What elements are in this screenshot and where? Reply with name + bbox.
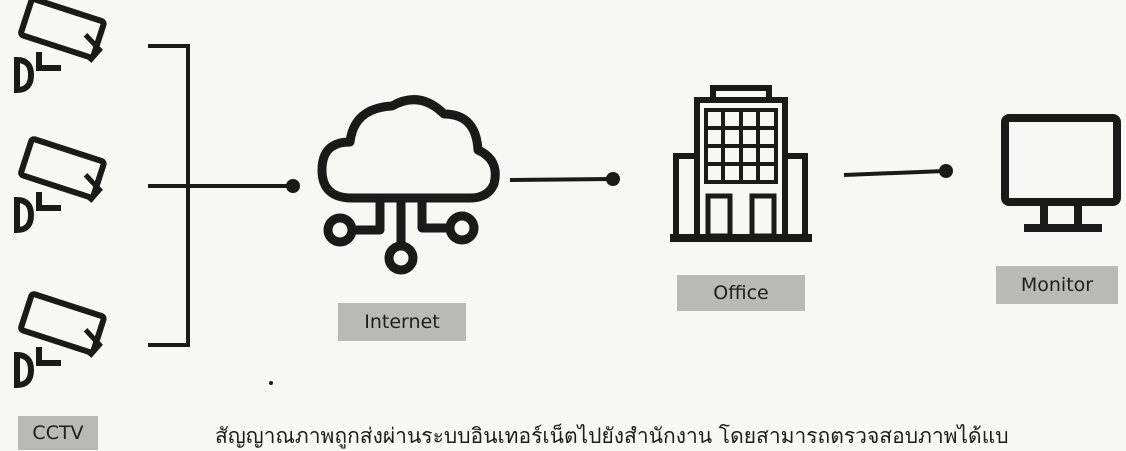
- office-label: Office: [677, 275, 805, 311]
- monitor-icon: [1001, 114, 1121, 232]
- office-to-monitor-line: [843, 169, 946, 177]
- cctv-camera-icon: [17, 293, 104, 385]
- cloud-network-icon: [317, 95, 500, 275]
- connector-dot: [286, 179, 300, 193]
- connector-dot: [939, 164, 953, 178]
- cctv-label: CCTV: [18, 416, 98, 450]
- stray-dot: [269, 381, 273, 385]
- connector-dot: [606, 172, 620, 186]
- camera-bracket-line: [148, 44, 190, 347]
- cctv-camera-icon: [17, 0, 104, 90]
- monitor-label: Monitor: [996, 266, 1118, 304]
- internet-to-office-line: [509, 177, 613, 182]
- internet-label: Internet: [338, 303, 466, 341]
- office-building-icon: [670, 85, 812, 242]
- cctv-camera-icon: [17, 138, 104, 230]
- caption-text: สัญญาณภาพถูกส่งผ่านระบบอินเทอร์เน็ตไปยัง…: [215, 424, 1009, 448]
